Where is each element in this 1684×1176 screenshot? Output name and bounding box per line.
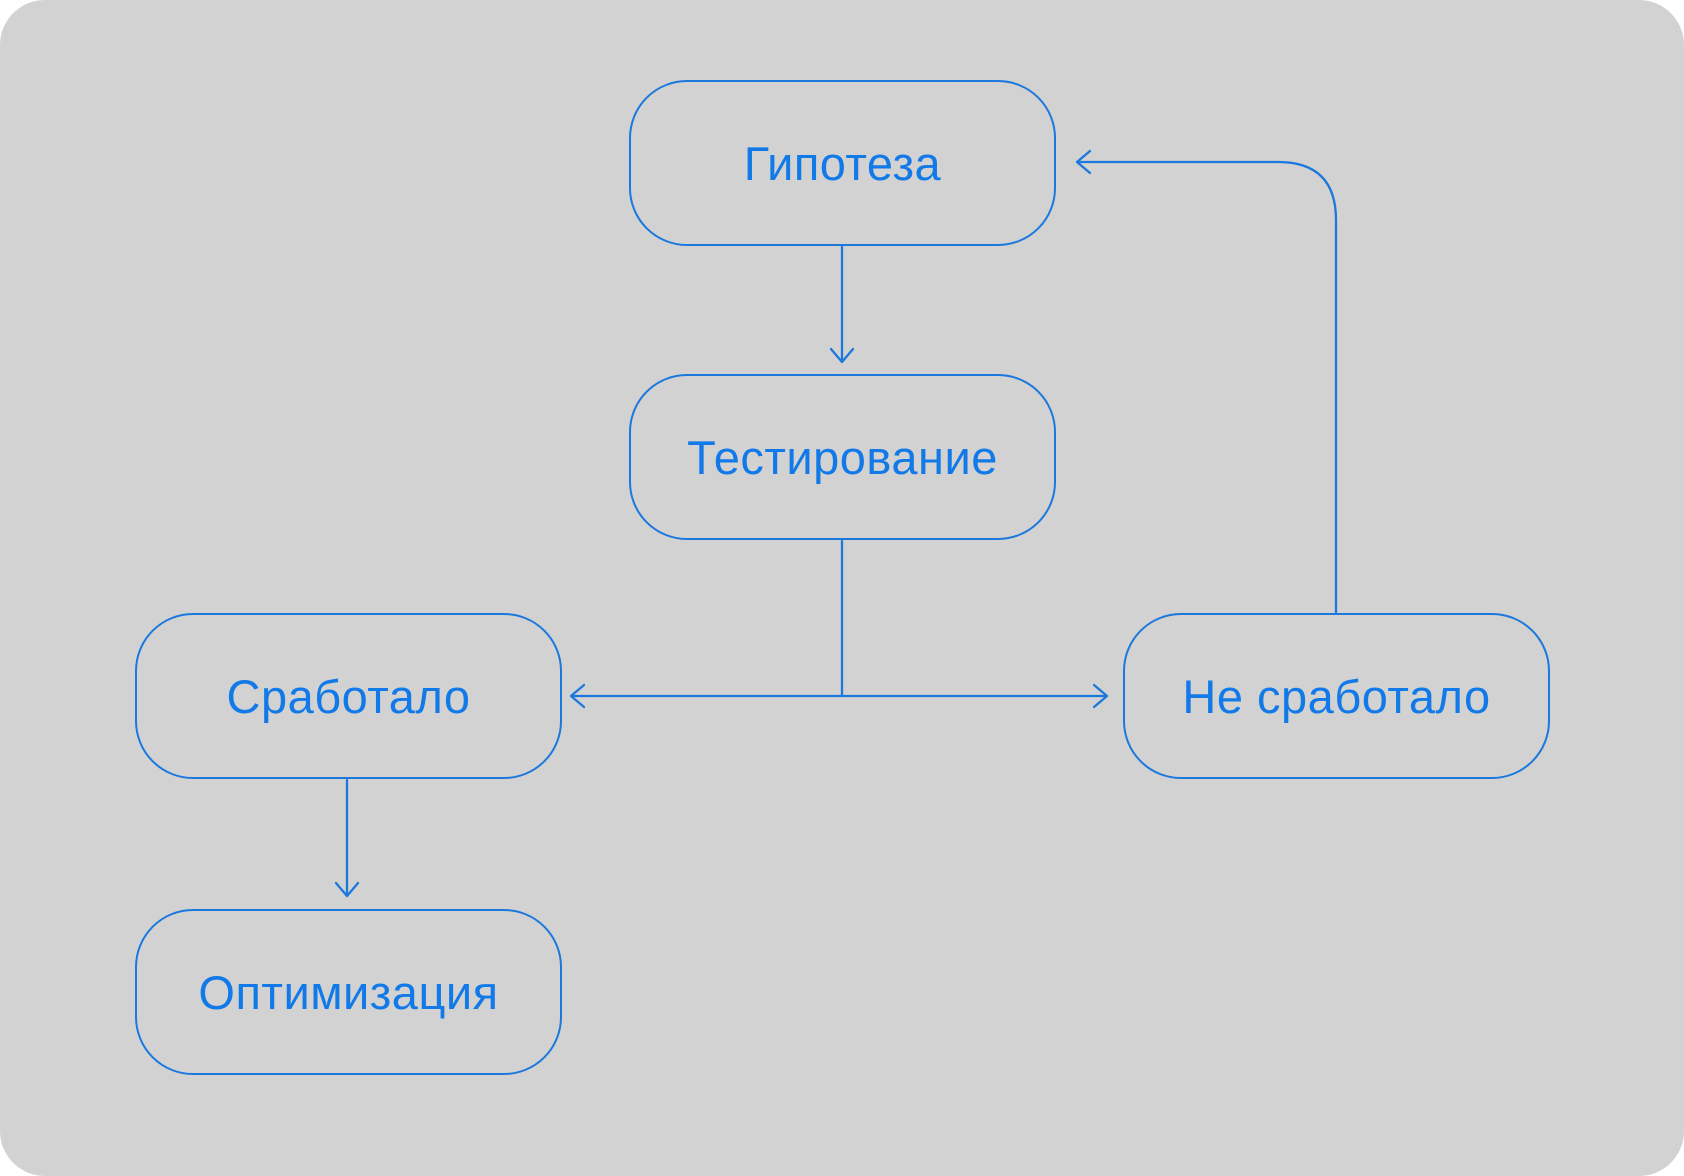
arrow-down-icon bbox=[829, 347, 855, 364]
arrow-right-icon bbox=[1092, 683, 1109, 709]
node-hypothesis-label: Гипотеза bbox=[743, 136, 942, 190]
node-testing: Тестирование bbox=[629, 374, 1056, 540]
node-hypothesis: Гипотеза bbox=[629, 80, 1056, 246]
edge-testing-branch bbox=[570, 539, 1108, 698]
node-optimization: Оптимизация bbox=[135, 909, 562, 1075]
node-not-worked: Не сработало bbox=[1123, 613, 1550, 779]
node-optimization-label: Оптимизация bbox=[198, 965, 499, 1019]
arrow-left-icon bbox=[1075, 149, 1092, 175]
arrow-down-icon bbox=[334, 881, 360, 898]
node-worked-label: Сработало bbox=[226, 669, 471, 723]
node-not-worked-label: Не сработало bbox=[1182, 669, 1491, 723]
edge-notworked-hypothesis bbox=[1076, 160, 1338, 614]
arrow-left-icon bbox=[569, 683, 586, 709]
node-testing-label: Тестирование bbox=[687, 430, 998, 484]
node-worked: Сработало bbox=[135, 613, 562, 779]
